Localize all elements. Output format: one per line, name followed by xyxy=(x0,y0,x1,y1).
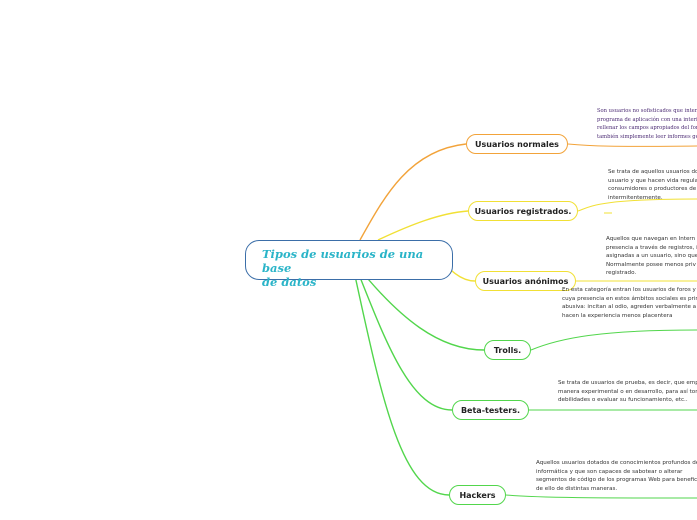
topic-label: Trolls. xyxy=(493,345,522,355)
note-usuarios-normales: Son usuarios no sofisticados que interac… xyxy=(597,108,697,140)
topic-label: Beta-testers. xyxy=(460,405,521,415)
note-usuarios-registrados: Se trata de aquellos usuarios do usuario… xyxy=(608,169,697,201)
topic-label: Usuarios anónimos xyxy=(482,276,569,286)
topic-trolls[interactable]: Trolls. xyxy=(484,340,531,360)
topic-hackers[interactable]: Hackers xyxy=(449,485,506,505)
topic-label: Usuarios normales xyxy=(475,139,559,149)
topic-usuarios-registrados[interactable]: Usuarios registrados. xyxy=(468,201,578,221)
underline-registrados xyxy=(577,198,697,212)
connector-hackers xyxy=(351,261,450,496)
connector-beta-testers xyxy=(353,261,453,411)
topic-label: Usuarios registrados. xyxy=(474,206,572,216)
note-usuarios-anonimos: Aquellos que navegan en Intern presencia… xyxy=(606,236,697,277)
note-hackers: Aquellos usuarios dotados de conocimient… xyxy=(536,460,697,492)
topic-usuarios-anonimos[interactable]: Usuarios anónimos xyxy=(475,271,576,291)
topic-beta-testers[interactable]: Beta-testers. xyxy=(452,400,529,420)
topic-label: Hackers xyxy=(459,490,496,500)
underline-hackers xyxy=(505,494,697,499)
topic-usuarios-normales[interactable]: Usuarios normales xyxy=(466,134,568,154)
connector-trolls xyxy=(353,261,485,351)
note-beta-testers: Se trata de usuarios de prueba, es decir… xyxy=(558,380,697,404)
central-topic-title: Tipos de usuarios de una base de datos xyxy=(262,247,424,289)
connector-registrados xyxy=(377,210,469,241)
note-trolls: En esta categoría entran los usuarios de… xyxy=(562,287,697,319)
underline-trolls xyxy=(530,329,697,351)
underline-normales xyxy=(567,143,697,147)
central-topic[interactable]: Tipos de usuarios de una base de datos xyxy=(245,240,453,289)
connector-normales xyxy=(359,143,467,241)
